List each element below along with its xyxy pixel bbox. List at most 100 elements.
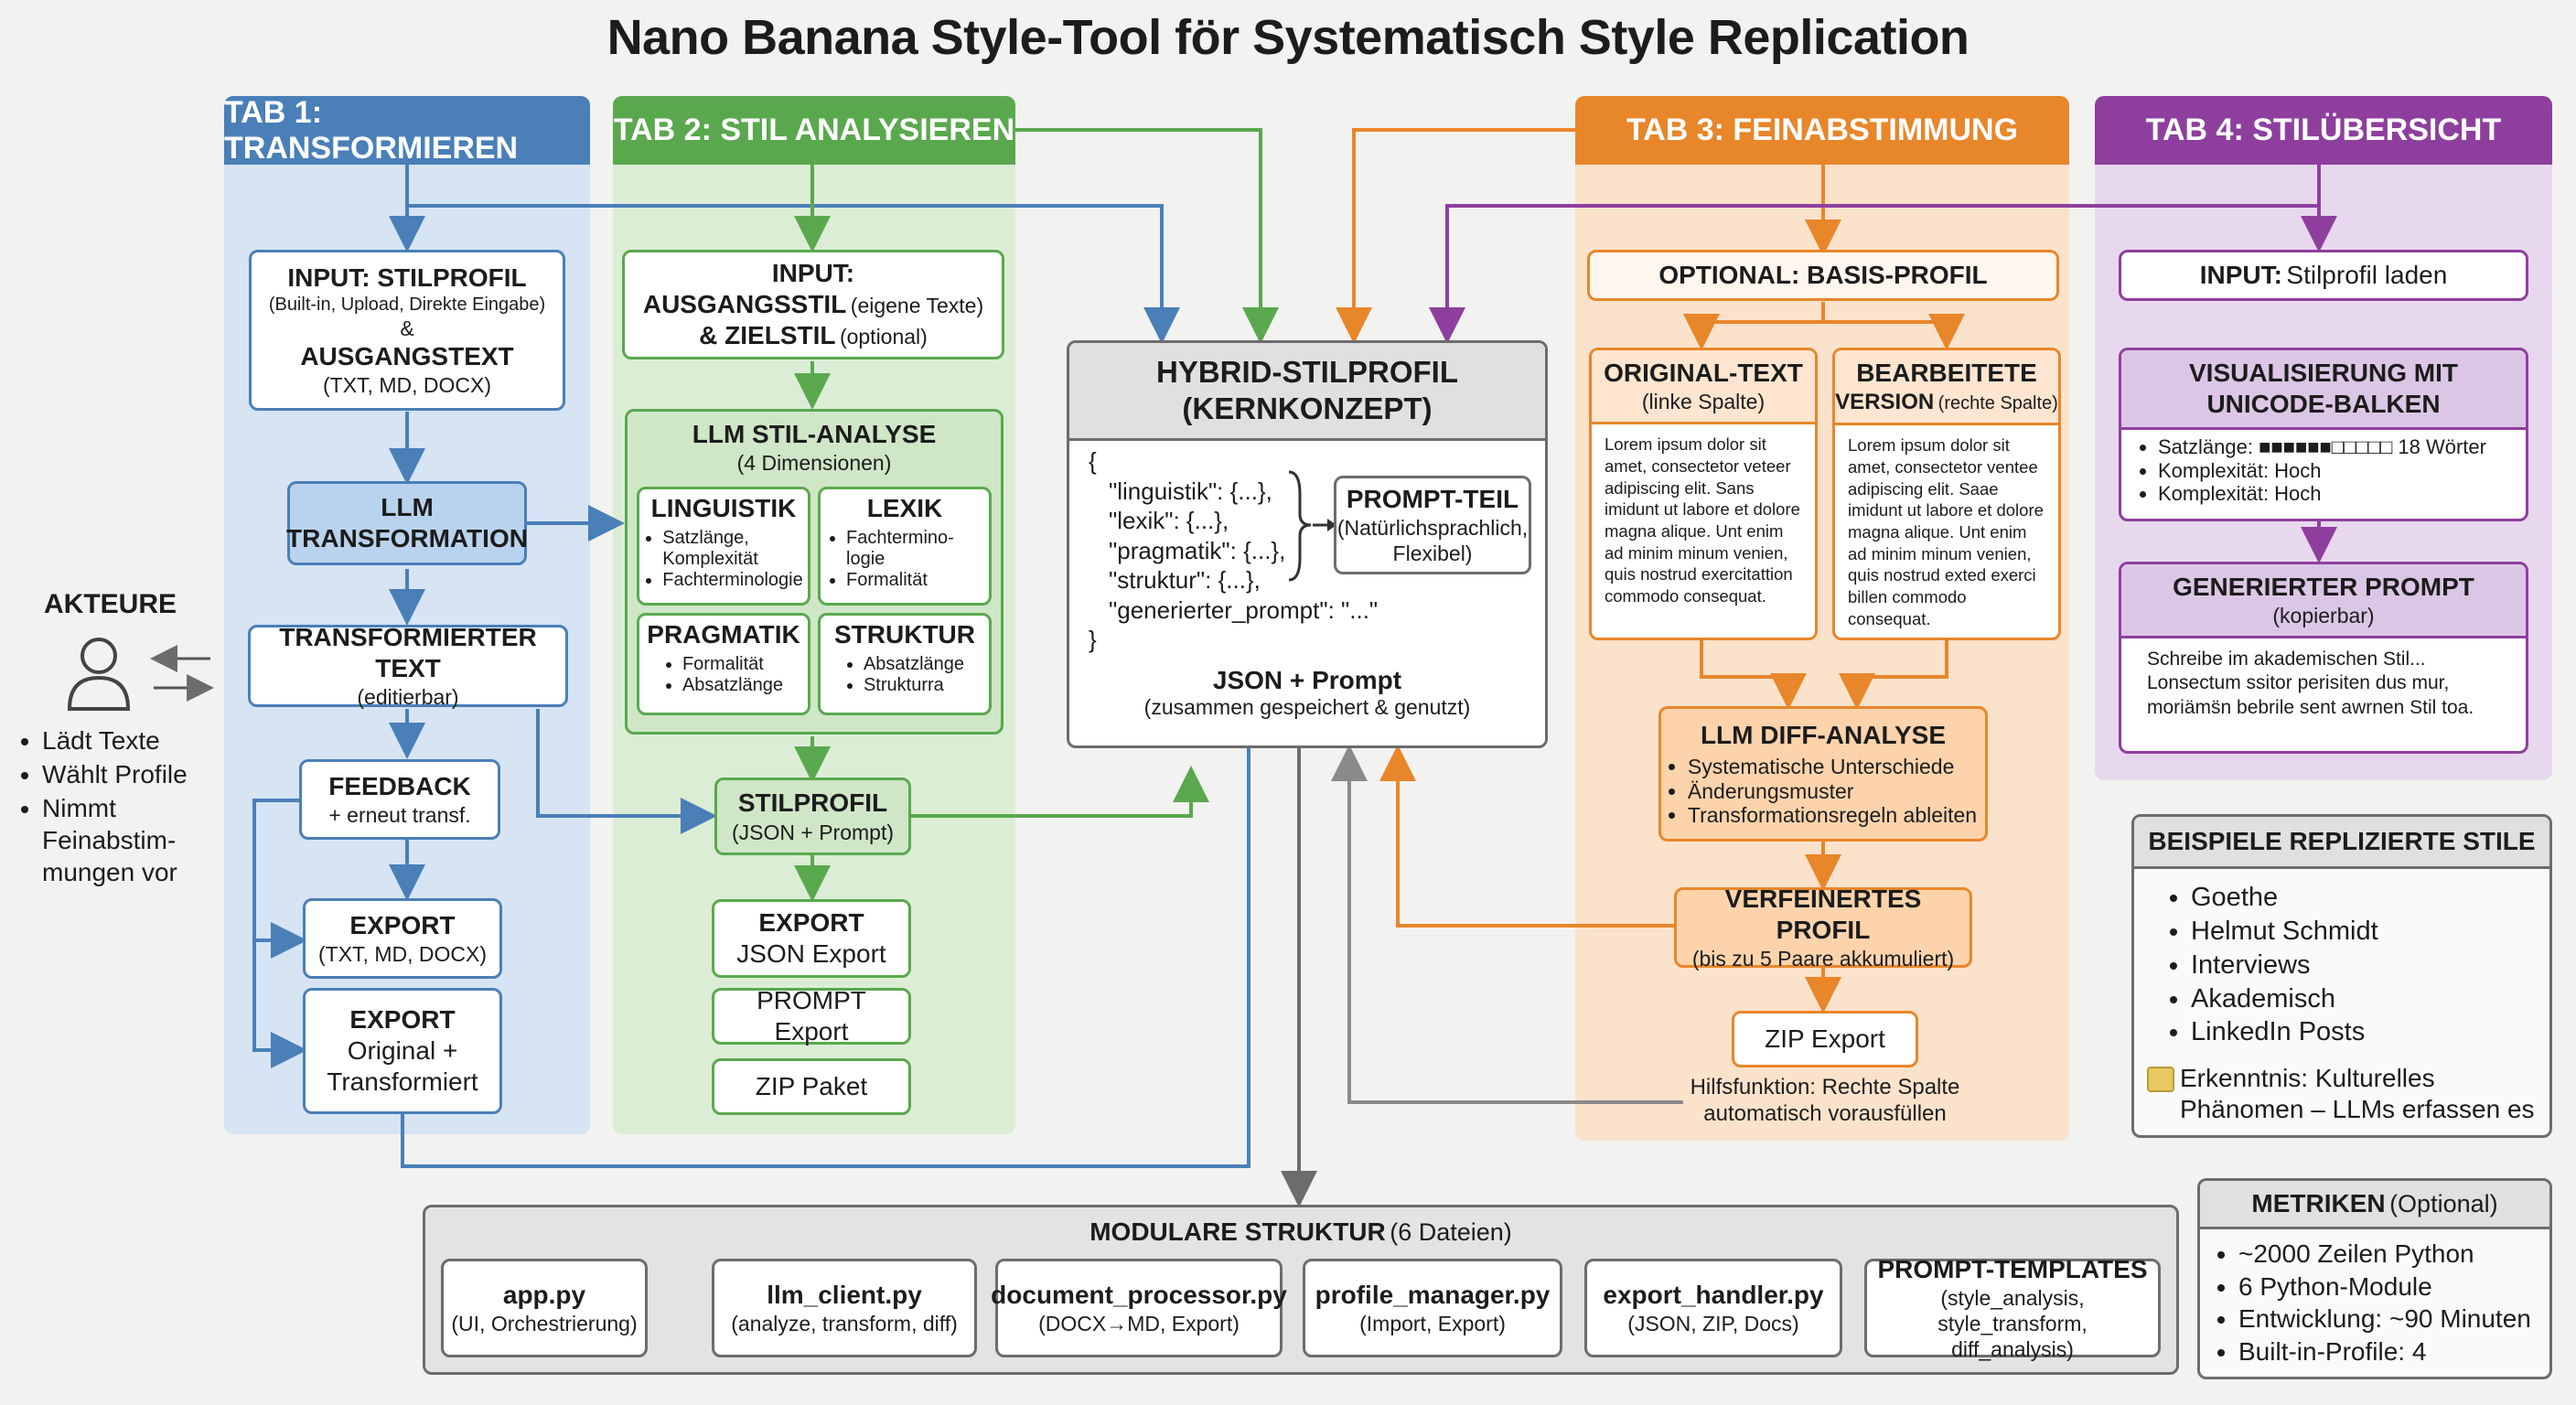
prompt-part-box[interactable]: PROMPT-TEIL (Natürlichsprachlich, Flexib… bbox=[1334, 476, 1531, 574]
list-item: LinkedIn Posts bbox=[2191, 1016, 2549, 1048]
list-item: Formalität bbox=[846, 570, 982, 591]
edited-sub: (rechte Spalte) bbox=[1937, 393, 2058, 414]
module-name: llm_client.py bbox=[767, 1280, 922, 1309]
list-item: Helmut Schmidt bbox=[2191, 916, 2549, 948]
edited-text: Lorem ipsum dolor sit amet, consectetor … bbox=[1848, 435, 2044, 628]
tab2-header[interactable]: TAB 2: STIL ANALYSIEREN bbox=[613, 96, 1015, 165]
vis-title: VISUALISIERUNG MIT bbox=[2188, 359, 2458, 387]
feedback-sub: + erneut transf. bbox=[328, 803, 471, 828]
list-item: Lädt Texte bbox=[42, 724, 225, 756]
list-item: Built-in-Profile: 4 bbox=[2238, 1336, 2549, 1367]
visualization-box[interactable]: VISUALISIERUNG MIT UNICODE-BALKEN Satzlä… bbox=[2119, 348, 2528, 521]
ampersand: & bbox=[400, 316, 414, 341]
original-title: ORIGINAL-TEXT bbox=[1604, 359, 1803, 387]
export-line: Original + bbox=[347, 1035, 458, 1065]
hybrid-json-code: { "linguistik": {...}, "lexik": {...}, "… bbox=[1089, 446, 1378, 655]
hybrid-profile-box[interactable]: HYBRID-STILPROFIL (KERNKONZEPT) bbox=[1067, 340, 1548, 748]
module-prompt-templates[interactable]: PROMPT-TEMPLATES (style_analysis, style_… bbox=[1864, 1255, 2161, 1361]
list-item: Systematische Unterschiede bbox=[1688, 755, 1977, 778]
list-item: Formalität bbox=[682, 654, 783, 675]
prompt-export-button[interactable]: PROMPT Export bbox=[712, 986, 911, 1046]
edited-title: BEARBEITETE bbox=[1856, 359, 2037, 387]
input-sources: (Built-in, Upload, Direkte Eingabe) bbox=[268, 294, 546, 315]
module-name: app.py bbox=[502, 1280, 586, 1309]
original-sub: (linke Spalte) bbox=[1641, 390, 1766, 414]
feedback-box[interactable]: FEEDBACK + erneut transf. bbox=[299, 759, 500, 840]
export-sub: JSON Export bbox=[736, 939, 886, 968]
zip-paket-button[interactable]: ZIP Paket bbox=[712, 1058, 911, 1115]
code-line: { bbox=[1089, 447, 1097, 475]
dim-linguistik[interactable]: LINGUISTIK Satzlänge, KomplexitätFachter… bbox=[637, 487, 810, 606]
examples-title: BEISPIELE REPLIZIERTE STILE bbox=[2134, 817, 2549, 870]
list-item: Absatzlänge bbox=[864, 654, 964, 675]
transformed-text-box[interactable]: TRANSFORMIERTER TEXT (editierbar) bbox=[248, 623, 568, 710]
tab3-header[interactable]: TAB 3: FEINABSTIMMUNG bbox=[1575, 96, 2069, 165]
dim-struktur[interactable]: STRUKTUR AbsatzlängeStrukturra bbox=[818, 613, 992, 715]
list-item: Interviews bbox=[2191, 949, 2549, 981]
page-title: Nano Banana Style-Tool för Systematisch … bbox=[606, 10, 1970, 65]
refined-profile-box[interactable]: VERFEINERTES PROFIL (bis zu 5 Paare akku… bbox=[1674, 884, 1972, 971]
modular-subtitle: (6 Dateien) bbox=[1390, 1218, 1512, 1246]
llm-diff-analysis-box[interactable]: LLM DIFF-ANALYSE Systematische Unterschi… bbox=[1658, 706, 1988, 842]
tab1-input-box[interactable]: INPUT: STILPROFIL (Built-in, Upload, Dir… bbox=[249, 250, 565, 411]
module-desc: (analyze, transform, diff) bbox=[731, 1312, 958, 1336]
input-bold: INPUT: bbox=[2199, 260, 2282, 289]
dim-pragmatik[interactable]: PRAGMATIK FormalitätAbsatzlänge bbox=[637, 613, 810, 715]
code-line: } bbox=[1089, 626, 1097, 653]
list-item: Entwicklung: ~90 Minuten bbox=[2238, 1303, 2549, 1335]
export-original-box[interactable]: EXPORT Original + Transformiert bbox=[303, 988, 502, 1114]
prompt-part-title: PROMPT-TEIL bbox=[1346, 484, 1519, 513]
llm-transformation-box[interactable]: LLM TRANSFORMATION bbox=[286, 481, 528, 565]
tab4-input-box[interactable]: INPUT: Stilprofil laden bbox=[2119, 250, 2528, 301]
tab2-input-box[interactable]: INPUT: AUSGANGSSTIL (eigene Texte) & ZIE… bbox=[622, 250, 1004, 359]
source-style-title: AUSGANGSSTIL bbox=[642, 289, 847, 318]
original-text-box[interactable]: ORIGINAL-TEXT (linke Spalte) Lorem ipsum… bbox=[1589, 348, 1818, 640]
transformed-sub: (editierbar) bbox=[357, 685, 459, 710]
json-export-box[interactable]: EXPORT JSON Export bbox=[712, 899, 911, 978]
input-title: INPUT: bbox=[771, 258, 855, 287]
original-header: ORIGINAL-TEXT (linke Spalte) bbox=[1592, 350, 1815, 425]
visualization-header: VISUALISIERUNG MIT UNICODE-BALKEN bbox=[2121, 350, 2526, 431]
module-document-processor[interactable]: document_processor.py (DOCX→MD, Export) bbox=[991, 1259, 1287, 1357]
lightbulb-icon bbox=[2147, 1067, 2174, 1093]
export-txt-box[interactable]: EXPORT (TXT, MD, DOCX) bbox=[303, 898, 502, 979]
code-line: "generierter_prompt": "..." bbox=[1109, 595, 1379, 624]
module-name: document_processor.py bbox=[991, 1280, 1287, 1309]
refined-sub: (bis zu 5 Paare akkumuliert) bbox=[1691, 947, 1955, 971]
tab4-header[interactable]: TAB 4: STILÜBERSICHT bbox=[2095, 96, 2552, 165]
list-item: Fachtermino-logie bbox=[846, 528, 982, 570]
zip-paket-label: ZIP Paket bbox=[755, 1071, 868, 1100]
code-line: "lexik": {...}, bbox=[1109, 507, 1229, 534]
module-profile-manager[interactable]: profile_manager.py (Import, Export) bbox=[1303, 1259, 1562, 1357]
dim-title: LEXIK bbox=[866, 494, 943, 522]
tab1-header[interactable]: TAB 1: TRANSFORMIEREN bbox=[224, 95, 590, 166]
module-desc: (DOCX→MD, Export) bbox=[1038, 1312, 1240, 1336]
feedback-title: FEEDBACK bbox=[328, 771, 471, 800]
list-item: Fachterminologie bbox=[662, 570, 802, 591]
list-item: Satzlänge, Komplexität bbox=[662, 528, 802, 570]
modular-title: MODULARE STRUKTUR bbox=[1089, 1217, 1386, 1246]
refined-title: VERFEINERTES PROFIL bbox=[1724, 884, 1922, 944]
module-app[interactable]: app.py (UI, Orchestrierung) bbox=[441, 1259, 648, 1357]
list-item: Komplexität: Hoch bbox=[2158, 482, 2526, 505]
list-item: 6 Python-Module bbox=[2238, 1271, 2549, 1303]
metrics-subtitle: (Optional) bbox=[2389, 1190, 2498, 1217]
stilprofil-box[interactable]: STILPROFIL (JSON + Prompt) bbox=[714, 778, 911, 855]
module-name: export_handler.py bbox=[1603, 1280, 1824, 1309]
dim-lexik[interactable]: LEXIK Fachtermino-logieFormalität bbox=[818, 487, 992, 606]
export-title: EXPORT bbox=[349, 910, 456, 939]
list-item: Komplexität: Hoch bbox=[2158, 459, 2526, 482]
module-llm-client[interactable]: llm_client.py (analyze, transform, diff) bbox=[712, 1259, 977, 1357]
generated-prompt-box[interactable]: GENERIERTER PROMPT (kopierbar) Schreibe … bbox=[2119, 562, 2528, 754]
edited-title2: VERSION bbox=[1835, 390, 1935, 415]
module-export-handler[interactable]: export_handler.py (JSON, ZIP, Docs) bbox=[1584, 1259, 1842, 1357]
zip-export-button[interactable]: ZIP Export bbox=[1732, 1011, 1918, 1067]
profile-sub: (JSON + Prompt) bbox=[731, 820, 894, 844]
generated-prompt-text[interactable]: Schreibe im akademischen Stil... Lonsect… bbox=[2147, 649, 2474, 718]
export-formats: (TXT, MD, DOCX) bbox=[318, 942, 487, 967]
basis-profile-box[interactable]: OPTIONAL: BASIS-PROFIL bbox=[1587, 250, 2059, 301]
edited-version-box[interactable]: BEARBEITETE VERSION (rechte Spalte) Lore… bbox=[1832, 348, 2061, 640]
code-line: "pragmatik": {...}, bbox=[1109, 536, 1286, 564]
input-rest: Stilprofil laden bbox=[2286, 260, 2448, 289]
json-prompt-label: JSON + Prompt bbox=[1212, 666, 1402, 694]
